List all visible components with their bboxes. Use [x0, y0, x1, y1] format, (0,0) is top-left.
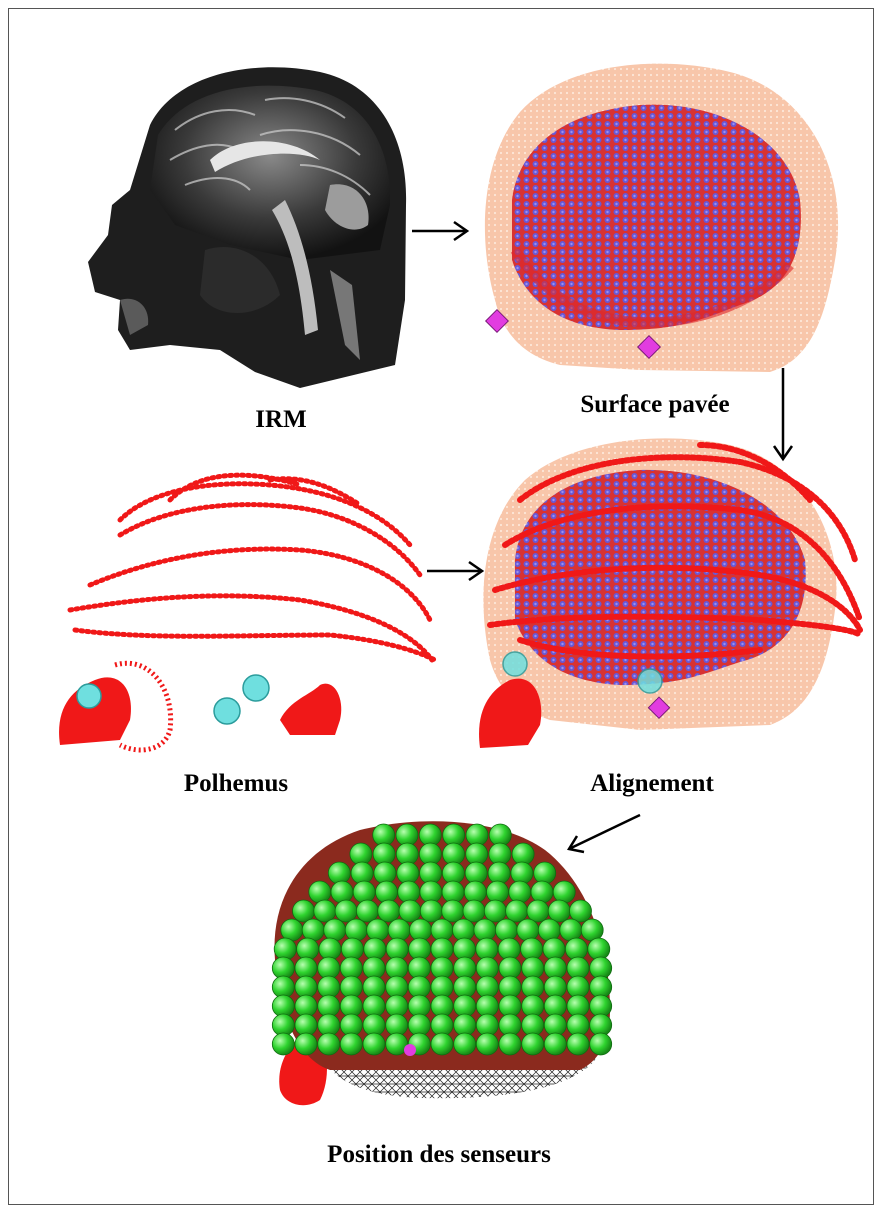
sensor-sphere	[314, 900, 336, 922]
sensor-sphere	[328, 862, 350, 884]
sensor-sphere	[511, 862, 533, 884]
sensor-sphere	[487, 881, 509, 903]
fiducial-nasion	[77, 684, 101, 708]
label-surface: Surface pavée	[580, 391, 729, 418]
mri-slice-image	[88, 67, 406, 388]
fiducial-left-ear	[243, 675, 269, 701]
sensor-sphere	[544, 1033, 566, 1055]
sensor-sphere	[531, 881, 553, 903]
sensor-sphere	[331, 881, 353, 903]
sensor-sphere	[297, 938, 319, 960]
sensor-sphere	[588, 938, 610, 960]
sensor-sphere	[399, 900, 421, 922]
sensor-sphere	[272, 1033, 294, 1055]
sensor-sphere	[302, 919, 324, 941]
sensor-sphere	[474, 919, 496, 941]
sensor-sphere	[454, 1033, 476, 1055]
sensor-sphere	[567, 1033, 589, 1055]
label-polhemus: Polhemus	[184, 770, 288, 797]
sensor-sphere	[335, 900, 357, 922]
sensor-sphere	[499, 1033, 521, 1055]
sensor-sphere	[318, 1033, 340, 1055]
arrow-down-icon	[774, 368, 792, 459]
sensor-sphere	[345, 919, 367, 941]
sensor-sphere	[565, 938, 587, 960]
sensor-sphere	[367, 919, 389, 941]
sensor-sphere	[560, 919, 582, 941]
sensor-sphere	[509, 881, 531, 903]
sensor-sphere	[274, 938, 296, 960]
sensor-sphere	[522, 1033, 544, 1055]
sensor-sphere	[517, 919, 539, 941]
sensor-sphere	[476, 1033, 498, 1055]
sensor-sphere	[376, 881, 398, 903]
sensor-sphere	[463, 900, 485, 922]
sensor-sphere	[506, 900, 528, 922]
sensor-sphere	[553, 881, 575, 903]
alignment-image	[479, 438, 860, 748]
polhemus-ear-cluster	[280, 684, 341, 735]
arrow-down-left-icon	[569, 815, 640, 852]
sensor-sphere	[351, 862, 373, 884]
sensor-sphere	[356, 900, 378, 922]
sensor-sphere	[534, 862, 556, 884]
sensor-sphere	[570, 900, 592, 922]
sensor-sphere	[378, 900, 400, 922]
sensor-sphere	[309, 881, 331, 903]
sensor-sphere	[295, 1033, 317, 1055]
sensor-sphere	[590, 1033, 612, 1055]
sensor-sphere	[353, 881, 375, 903]
sensor-sphere	[538, 919, 560, 941]
label-irm: IRM	[255, 406, 306, 433]
surface-mesh-image	[485, 64, 838, 372]
sensor-sphere	[495, 919, 517, 941]
arrow-right-icon	[427, 562, 482, 580]
sensor-sphere	[527, 900, 549, 922]
sensor-sphere	[431, 1033, 453, 1055]
label-position: Position des senseurs	[327, 1141, 551, 1168]
sensor-sphere	[488, 862, 510, 884]
sensor-sphere	[374, 862, 396, 884]
sensor-sphere	[363, 1033, 385, 1055]
fiducial-right-ear	[214, 698, 240, 724]
fiducial-marker	[404, 1044, 416, 1056]
sensor-sphere	[548, 900, 570, 922]
sensor-sphere	[388, 919, 410, 941]
sensor-sphere	[324, 919, 346, 941]
sensor-sphere	[442, 900, 464, 922]
sensor-positions-image	[272, 821, 611, 1105]
label-alignement: Alignement	[590, 770, 714, 797]
polhemus-points-image	[70, 475, 435, 660]
sensor-sphere	[293, 900, 315, 922]
arrow-right-icon	[412, 222, 467, 240]
sensor-sphere	[420, 900, 442, 922]
sensor-sphere	[484, 900, 506, 922]
sensor-sphere	[340, 1033, 362, 1055]
